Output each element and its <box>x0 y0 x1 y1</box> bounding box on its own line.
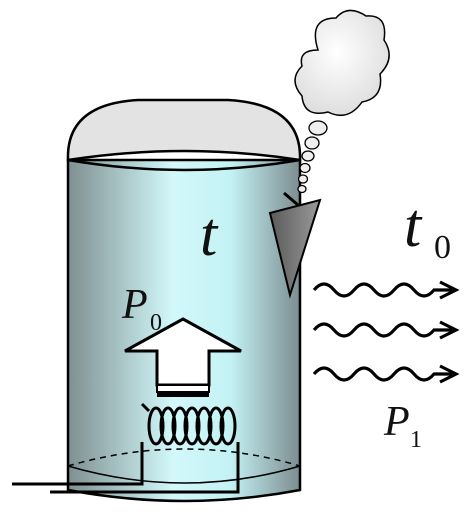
heat-loss-arrow-2-icon <box>312 320 460 340</box>
valve-icon <box>268 191 322 299</box>
heater-coil-icon <box>140 402 237 446</box>
heat-flow-arrow-icon <box>124 317 242 397</box>
heater-power-label: P 0 <box>121 282 162 336</box>
heater-power-symbol: P <box>121 282 148 328</box>
tank-lid <box>66 98 302 172</box>
steam-cloud <box>294 9 390 194</box>
heat-loss-arrow-1-icon <box>312 280 460 300</box>
loss-power-symbol: P <box>383 399 410 445</box>
heat-loss-arrows <box>312 280 460 384</box>
outer-temperature-subscript: 0 <box>434 229 451 266</box>
loss-power-subscript: 1 <box>410 427 422 453</box>
outer-temperature-symbol: t <box>404 192 423 260</box>
heater-power-subscript: 0 <box>150 310 162 336</box>
loss-power-label: P 1 <box>383 399 422 453</box>
heat-loss-arrow-3-icon <box>312 364 460 384</box>
outer-temperature-label: t 0 <box>404 192 451 266</box>
inner-temperature-label: t <box>200 201 219 269</box>
heater-wires <box>12 442 240 494</box>
